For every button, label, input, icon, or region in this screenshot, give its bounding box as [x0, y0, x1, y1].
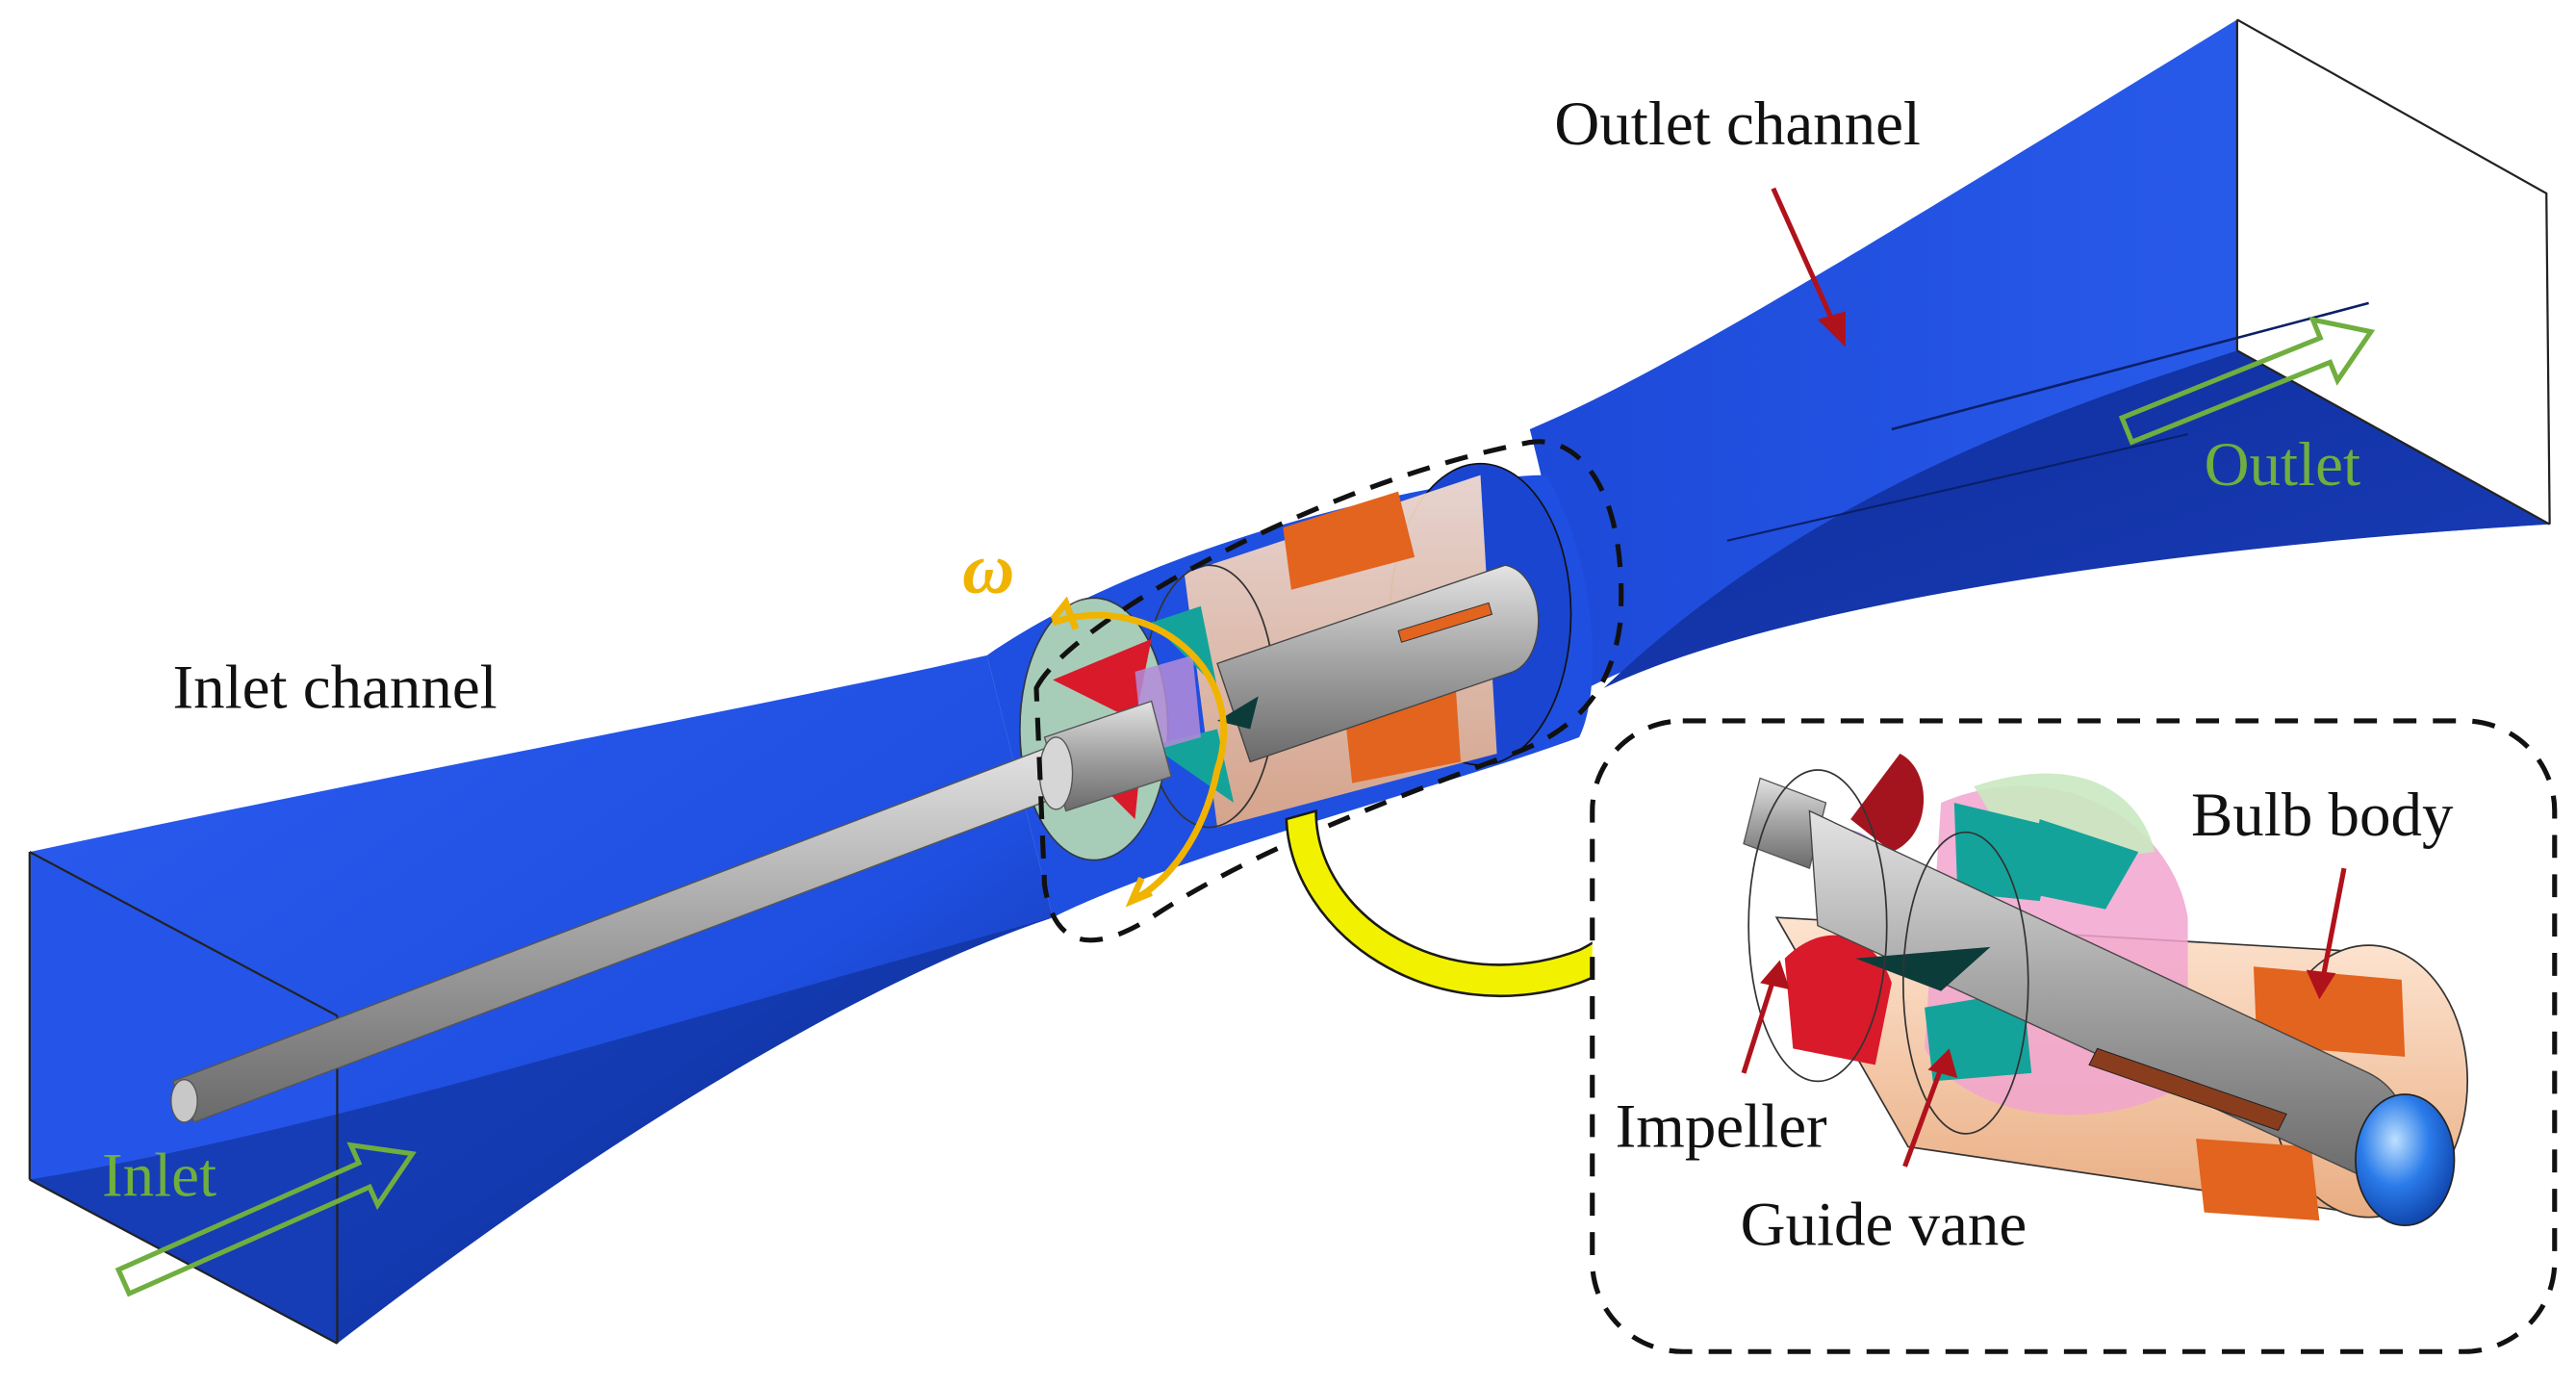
pump-highlight-box — [1033, 439, 1624, 943]
bulb-hub — [1216, 564, 1540, 763]
inset-pump — [1743, 753, 2469, 1227]
bulb-body-pointer-icon — [2306, 867, 2347, 1000]
inlet-channel-label: Inlet channel — [172, 653, 497, 722]
inlet-box-outline — [28, 851, 339, 1345]
rotation-arrow-icon — [1050, 596, 1227, 908]
inlet-flow-arrow-icon — [115, 1142, 417, 1297]
outlet-channel-label: Outlet channel — [1554, 90, 1921, 159]
outlet-channel-body — [1529, 19, 2550, 688]
guide-vane-label: Guide vane — [1741, 1191, 2028, 1260]
annotation-arrows — [1741, 187, 2347, 1168]
impeller-label: Impeller — [1616, 1092, 1827, 1162]
outlet-label: Outlet — [2205, 430, 2360, 500]
outlet-flow-arrow-icon — [2118, 316, 2376, 446]
inlet-label: Inlet — [102, 1142, 217, 1211]
guide-vane-pointer-icon — [1902, 1048, 1958, 1168]
impeller-pointer-icon — [1741, 960, 1790, 1074]
omega-symbol: ω — [962, 529, 1014, 609]
outlet-channel-pointer-icon — [1771, 187, 1847, 347]
bulb-body-label: Bulb body — [2191, 781, 2454, 850]
shaft — [170, 700, 1172, 1123]
